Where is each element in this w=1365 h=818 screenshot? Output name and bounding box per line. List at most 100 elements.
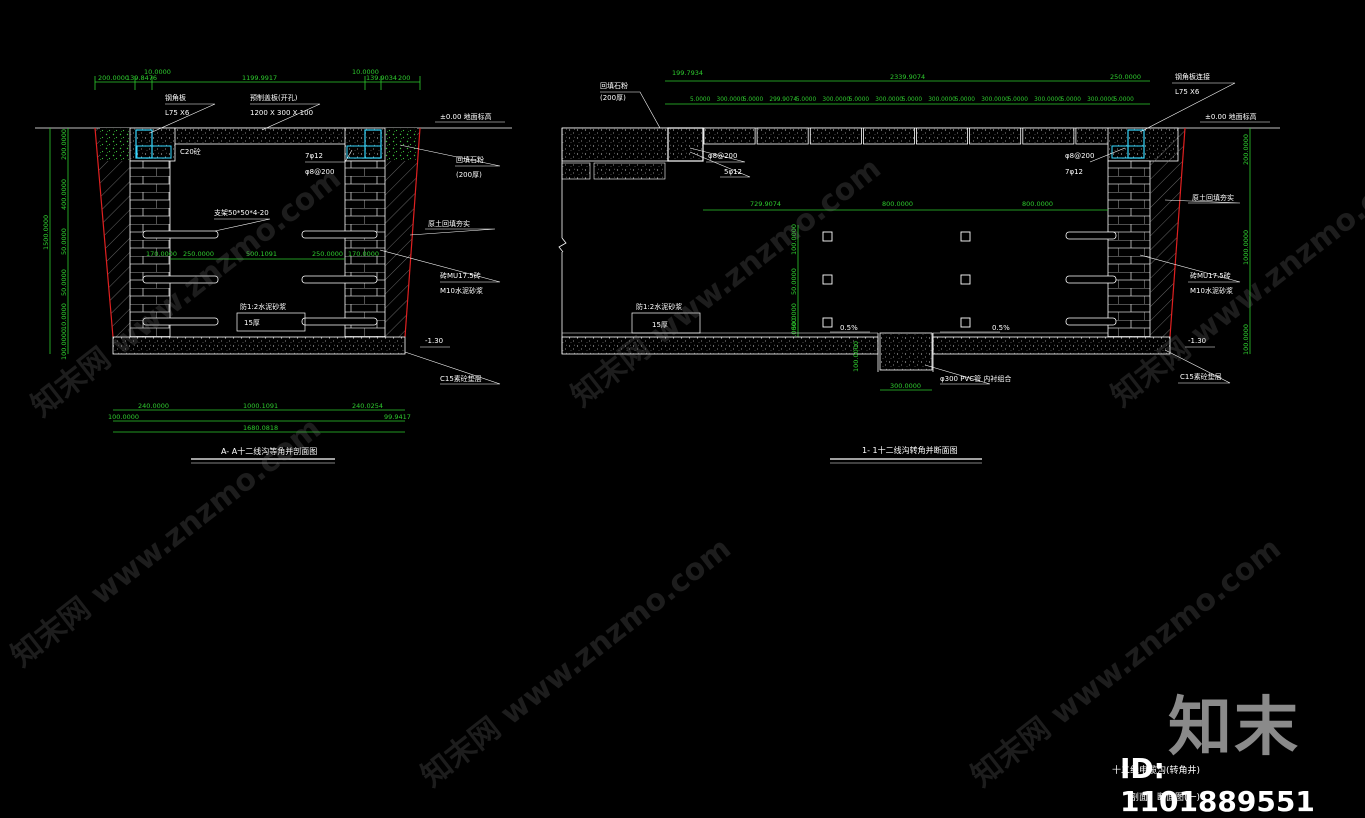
rdim-top-0: 199.7934: [672, 69, 703, 77]
dim-inner-1: 250.0000: [183, 250, 214, 258]
dim-top-2: 10.0000: [144, 68, 171, 76]
label-rebar7: 7φ12: [305, 152, 323, 160]
rdim-vl-2: 50.0000: [790, 303, 798, 330]
dim-inner-3: 250.0000: [312, 250, 343, 258]
rlabel-rebar5: 5φ12: [724, 168, 742, 176]
image-id: ID: 1101889551: [1120, 752, 1315, 818]
rlabel-elev-bot: -1.30: [1188, 337, 1206, 345]
label-rebar8: φ8@200: [305, 168, 334, 176]
rlabel-l75: L75 X6: [1175, 88, 1200, 96]
rlabel-steel-angle: 钢角板连接: [1175, 72, 1210, 81]
label-cover-size: 1200 X 300 X 100: [250, 109, 313, 117]
rdim-top2-10: 5.0000: [955, 97, 976, 103]
dim-top-4: 10.0000: [352, 68, 379, 76]
rdim-top2-2: 5.0000: [743, 97, 764, 103]
dim-left-3: 50.0000: [60, 228, 68, 255]
dim-top-6: 200: [398, 74, 410, 82]
label-c15: C15素砼垫层: [440, 374, 482, 383]
rdim-vl-3: 10.0000: [790, 318, 798, 345]
rlabel-plaster: 原土回填夯实: [1192, 193, 1234, 202]
dim-top-3: 1199.9917: [242, 74, 277, 82]
dim-top-5: 139.9034: [366, 74, 397, 82]
label-bracket: 支架50*50*4-20: [214, 208, 269, 217]
dim-inner-2: 500.1091: [246, 250, 277, 258]
label-cover: 预制盖板(开孔): [250, 93, 298, 102]
rdim-vr-2: 100.0000: [1242, 324, 1250, 355]
right-title: 1- 1十二线沟转角并断面图: [862, 445, 958, 455]
label-steel-angle: 钢角板: [165, 93, 186, 102]
rlabel-thick15: 15厚: [652, 321, 668, 329]
rdim-mid-1: 800.0000: [882, 200, 913, 208]
dim-bot-2: 240.0254: [352, 402, 383, 410]
rdim-top2-8: 5.0000: [902, 97, 923, 103]
dim-left-1: 200.0000: [60, 129, 68, 160]
rlabel-rebar8b: φ8@200: [1065, 152, 1094, 160]
rdim-top2-12: 5.0000: [1008, 97, 1029, 103]
dim-bot-5: 1680.0818: [243, 424, 278, 432]
label-brick: 砖MU17.5砖: [440, 271, 481, 280]
rdim-vr-0: 200.0000: [1242, 134, 1250, 165]
rdim-top2-5: 300.0000: [822, 97, 850, 103]
dim-top-1: 139.8476: [126, 74, 157, 82]
label-plaster: 原土回填夯实: [428, 219, 470, 228]
left-section: 200.0000 139.8476 10.0000 1199.9917 10.0…: [35, 68, 512, 464]
rdim-vl-0: 100.0000: [790, 224, 798, 255]
cover-slab-segment: [703, 127, 756, 145]
rdim-vl-1: 50.0000: [790, 268, 798, 295]
rdim-top2-1: 300.0000: [717, 97, 745, 103]
label-c20: C20砼: [180, 147, 201, 156]
rlabel-backfill: 回填石粉: [600, 81, 628, 90]
cover-slab-segment: [969, 127, 1022, 145]
rlabel-rebar8: φ8@200: [708, 152, 737, 160]
brand-logo: 知末: [1168, 691, 1300, 765]
dim-left-0: 1500.0000: [42, 215, 50, 250]
label-backfill2: (200厚): [456, 171, 482, 179]
rdim-top2-6: 5.0000: [849, 97, 870, 103]
rdim-top2-4: 5.0000: [796, 97, 817, 103]
rdim-mid-2: 800.0000: [1022, 200, 1053, 208]
rlabel-brick: 砖MU17.5砖: [1190, 271, 1231, 280]
rlabel-c15: C15素砼垫层: [1180, 372, 1222, 381]
rdim-top2-7: 300.0000: [875, 97, 903, 103]
label-elev-top: ±0.00 地面标高: [440, 112, 492, 121]
rdim-top2-15: 300.0000: [1087, 97, 1115, 103]
dim-bot-1: 1000.1091: [243, 402, 278, 410]
rlabel-backfill2: (200厚): [600, 94, 626, 102]
rdim-top2-14: 5.0000: [1061, 97, 1082, 103]
left-title: A- A十二线沟等角并剖面图: [221, 446, 317, 456]
rlabel-waterproof: 防1:2水泥砂浆: [636, 302, 682, 311]
rdim-top2-11: 300.0000: [981, 97, 1009, 103]
dim-left-4: 50.0000: [60, 269, 68, 296]
sheet-title-2: 剖面、断面图(一): [1130, 791, 1200, 803]
rlabel-slope-right: 0.5%: [992, 324, 1010, 332]
rdim-top2-9: 300.0000: [928, 97, 956, 103]
rdim-top2-3: 299.9074: [769, 97, 797, 103]
cover-slab-segment: [916, 127, 968, 145]
cover-slab-segment: [863, 127, 915, 145]
dim-left-6: 100.0000: [60, 329, 68, 360]
cover-slab-segment: [809, 127, 862, 145]
rdim-top2-16: 5.0000: [1114, 97, 1135, 103]
label-thick15: 15厚: [244, 319, 260, 327]
dim-left-5: 10.0000: [60, 303, 68, 330]
rdim-top2-0: 5.0000: [690, 97, 711, 103]
cover-slab: [703, 127, 1128, 145]
dim-inner-0: 170.0000: [146, 250, 177, 258]
sheet-title-1: 十二线电缆沟(转角井): [1112, 764, 1200, 776]
dim-inner-4: 170.0000: [348, 250, 379, 258]
label-elev-bot: -1.30: [425, 337, 443, 345]
label-mortar: M10水泥砂浆: [440, 286, 483, 295]
dim-bot-4: 99.9417: [384, 413, 411, 421]
cover-slab-segment: [756, 127, 809, 145]
label-waterproof: 防1:2水泥砂浆: [240, 302, 286, 311]
rdim-pipe-1: 300.0000: [890, 382, 921, 390]
rlabel-slope-left: 0.5%: [840, 324, 858, 332]
dim-left-2: 400.0000: [60, 179, 68, 210]
dim-bot-3: 100.0000: [108, 413, 139, 421]
dim-bot-0: 240.0000: [138, 402, 169, 410]
rdim-top-1: 2339.9074: [890, 73, 925, 81]
rdim-vr-1: 1000.0000: [1242, 230, 1250, 265]
label-l75: L75 X6: [165, 109, 190, 117]
rdim-pipe-0: 100.0000: [852, 341, 860, 372]
